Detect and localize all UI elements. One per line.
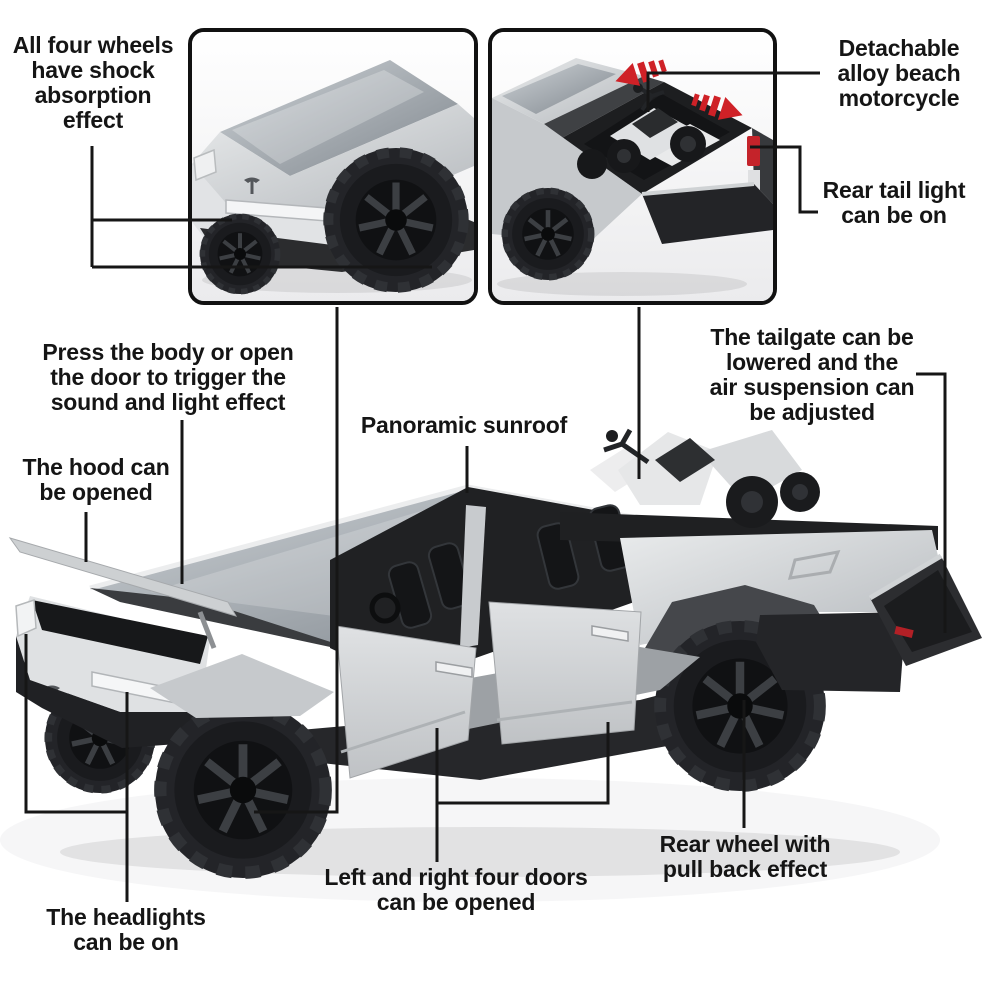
annotation-line: motorcycle xyxy=(838,85,960,111)
truck-body xyxy=(8,428,982,878)
annotation-wheels-shock: All four wheels have shock absorption ef… xyxy=(0,33,186,133)
annotation-line: the door to trigger the xyxy=(50,364,286,390)
annotation-line: All four wheels xyxy=(12,32,174,58)
annotation-line: lowered and the xyxy=(725,349,899,375)
annotation-line: have shock xyxy=(31,57,155,83)
motorcycle-closeup xyxy=(577,83,720,179)
annotation-hood: The hood can be opened xyxy=(6,455,186,505)
inset-rear-closeup xyxy=(488,28,777,305)
annotation-line: pull back effect xyxy=(662,856,828,882)
annotation-tail-light: Rear tail light can be on xyxy=(808,178,980,228)
front-wheel xyxy=(155,702,331,878)
annotation-line: Rear wheel with xyxy=(659,831,831,857)
annotation-line: The hood can xyxy=(22,454,170,480)
inset-front-closeup xyxy=(188,28,478,305)
annotation-line: absorption xyxy=(34,82,152,108)
annotation-sunroof: Panoramic sunroof xyxy=(336,413,592,438)
open-hood-panel xyxy=(8,537,238,617)
annotation-motorcycle: Detachable alloy beach motorcycle xyxy=(818,36,980,111)
annotation-line: effect xyxy=(62,107,124,133)
annotation-line: be opened xyxy=(39,479,153,505)
annotation-line: sound and light effect xyxy=(50,389,286,415)
annotation-rear-wheel: Rear wheel with pull back effect xyxy=(641,832,849,882)
annotation-line: Detachable xyxy=(838,35,960,61)
door-handle xyxy=(435,661,473,678)
annotation-line: Rear tail light xyxy=(822,177,966,203)
annotation-line: Left and right four doors xyxy=(324,864,588,890)
annotation-line: can be on xyxy=(73,929,179,955)
door-handle xyxy=(591,625,629,642)
annotation-line: alloy beach xyxy=(837,60,961,86)
annotation-doors: Left and right four doors can be opened xyxy=(304,865,608,915)
annotation-tailgate: The tailgate can be lowered and the air … xyxy=(686,325,938,425)
annotation-line: can be opened xyxy=(376,889,536,915)
frunk-opening xyxy=(32,600,208,664)
corner-headlight xyxy=(15,598,37,638)
annotation-press-body: Press the body or open the door to trigg… xyxy=(16,340,320,415)
annotation-line: be adjusted xyxy=(749,399,875,425)
motorcycle-on-bed xyxy=(590,428,820,528)
annotation-line: Press the body or open xyxy=(42,339,294,365)
steering-wheel xyxy=(369,592,401,624)
annotation-line: air suspension can xyxy=(709,374,915,400)
annotation-headlights: The headlights can be on xyxy=(26,905,226,955)
annotation-line: can be on xyxy=(841,202,947,228)
annotation-line: Panoramic sunroof xyxy=(360,412,568,438)
annotation-line: The tailgate can be xyxy=(710,324,914,350)
open-rear-door xyxy=(488,601,642,745)
tailgate-red-marker xyxy=(894,625,914,639)
annotation-line: The headlights xyxy=(46,904,206,930)
rear-tail-light xyxy=(747,136,760,166)
